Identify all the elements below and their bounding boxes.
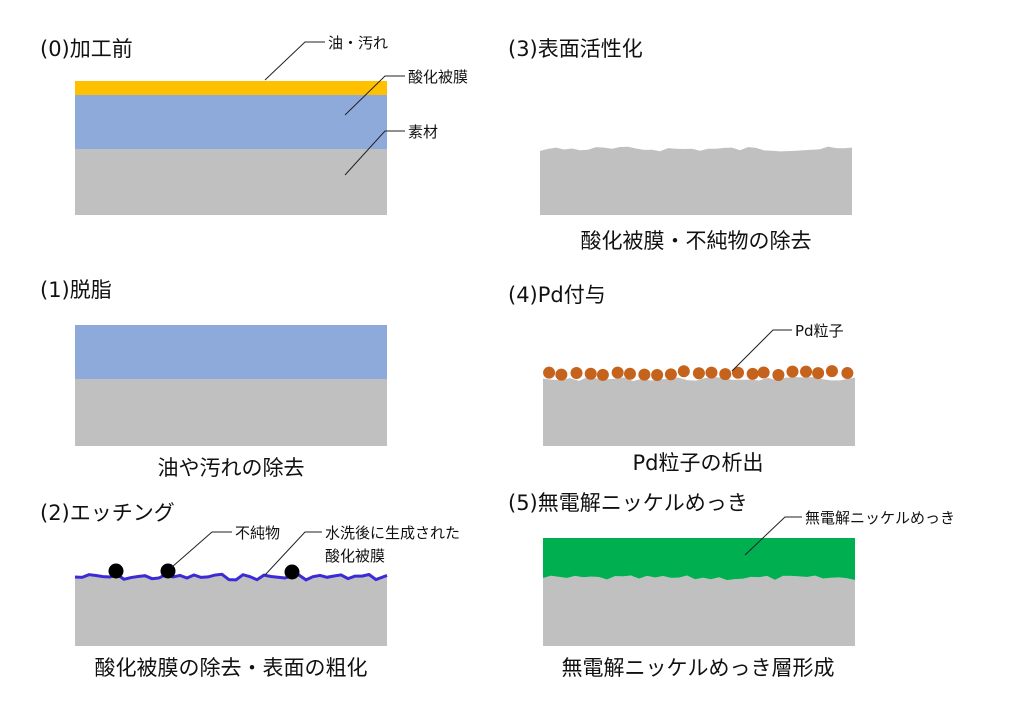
label-substrate: 素材 xyxy=(408,123,438,141)
leader-line xyxy=(171,531,232,568)
panel-5-electroless-nickel: (5)無電解ニッケルめっき 無電解ニッケルめっき 無電解ニッケルめっき層形成 xyxy=(508,491,955,680)
panel-3-surface-activation: (3)表面活性化 酸化被膜・不純物の除去 xyxy=(508,37,852,253)
substrate xyxy=(540,146,852,215)
impurity-particle xyxy=(108,563,124,579)
panel-title: (2)エッチング xyxy=(40,501,175,525)
leader-line xyxy=(264,41,325,81)
panel-title: (3)表面活性化 xyxy=(508,37,643,61)
pd-particle xyxy=(772,368,785,381)
pd-particle xyxy=(570,366,583,379)
pd-particle xyxy=(584,367,597,380)
oil-layer xyxy=(75,81,387,95)
pd-particle xyxy=(732,366,745,379)
leader-line xyxy=(344,130,405,176)
pd-particle xyxy=(746,367,759,380)
oxide-film-line xyxy=(74,572,388,582)
pd-particle xyxy=(638,368,651,381)
panel-caption: Pd粒子の析出 xyxy=(633,451,764,475)
substrate xyxy=(543,575,855,646)
pd-particle xyxy=(800,365,813,378)
pd-particle xyxy=(825,365,838,378)
impurity-particle xyxy=(160,563,176,579)
leader-line xyxy=(264,531,322,576)
panel-4-pd-application: (4)Pd付与 Pd粒子 Pd粒子の析出 xyxy=(508,283,855,475)
leader-line xyxy=(344,75,405,116)
label-oxide: 酸化被膜 xyxy=(408,68,468,86)
pd-particle xyxy=(705,366,718,379)
pd-particle xyxy=(611,366,624,379)
substrate xyxy=(75,149,387,215)
label-oil: 油・汚れ xyxy=(328,34,388,52)
pd-particle xyxy=(812,367,825,380)
label-rinse-oxide: 水洗後に生成された xyxy=(325,524,460,542)
panel-2-etching: (2)エッチング 不純物 水洗後に生成された 酸化被膜 酸化被膜の除去・表面の粗… xyxy=(40,501,460,680)
leader-line xyxy=(731,329,792,372)
pd-particle xyxy=(555,368,568,381)
pd-particle xyxy=(651,368,664,381)
oxide-layer xyxy=(75,325,387,379)
panel-0-before-processing: (0)加工前 油・汚れ 酸化被膜 素材 xyxy=(40,34,468,215)
substrate xyxy=(75,574,387,646)
panel-caption: 無電解ニッケルめっき層形成 xyxy=(562,656,835,680)
leader-line xyxy=(744,516,802,556)
panel-caption: 酸化被膜の除去・表面の粗化 xyxy=(95,656,368,680)
pd-particle xyxy=(623,367,636,380)
pd-particle xyxy=(757,366,770,379)
pd-particle xyxy=(664,368,677,381)
substrate xyxy=(75,379,387,446)
pd-particle xyxy=(841,367,854,380)
label-rinse-oxide-2: 酸化被膜 xyxy=(325,547,385,565)
label-nickel: 無電解ニッケルめっき xyxy=(805,509,955,527)
panel-caption: 酸化被膜・不純物の除去 xyxy=(581,229,812,253)
pd-particle xyxy=(692,367,705,380)
panel-caption: 油や汚れの除去 xyxy=(158,456,305,480)
panel-title: (1)脱脂 xyxy=(40,278,112,302)
panel-1-degreasing: (1)脱脂 油や汚れの除去 xyxy=(40,278,387,480)
panel-title: (0)加工前 xyxy=(40,37,133,61)
impurity-particle xyxy=(284,564,300,580)
pd-particle xyxy=(677,365,690,378)
panel-title: (5)無電解ニッケルめっき xyxy=(508,491,748,515)
panel-title: (4)Pd付与 xyxy=(508,283,606,307)
substrate xyxy=(543,377,855,446)
pd-particle xyxy=(596,368,609,381)
oxide-layer xyxy=(75,95,387,149)
pd-particle xyxy=(786,365,799,378)
pd-particle xyxy=(719,368,732,381)
label-impurity: 不純物 xyxy=(235,524,280,542)
nickel-layer xyxy=(543,538,855,581)
pd-particle xyxy=(543,366,556,379)
label-pd-particle: Pd粒子 xyxy=(795,322,844,340)
